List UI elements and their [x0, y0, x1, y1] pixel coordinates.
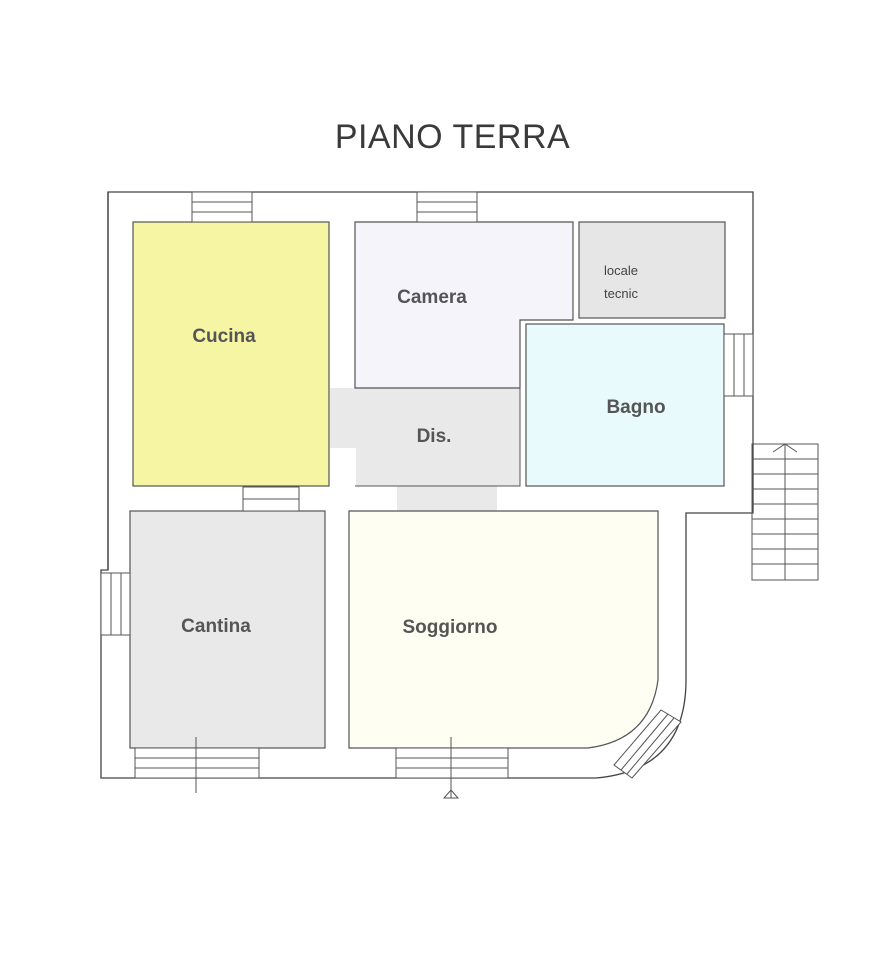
- room-bagno[interactable]: Bagno: [525, 323, 725, 487]
- room-label-bagno: Bagno: [606, 397, 665, 418]
- room-label-soggiorno: Soggiorno: [403, 617, 498, 638]
- room-label-camera: Camera: [397, 287, 467, 308]
- room-label-cucina: Cucina: [192, 326, 256, 347]
- hallway-fill: [330, 388, 520, 516]
- entrance-marks: [195, 737, 460, 799]
- room-cantina[interactable]: Cantina: [129, 510, 326, 749]
- room-locale-tecnico[interactable]: locale tecnic: [578, 221, 726, 319]
- room-dis[interactable]: Dis.: [355, 387, 521, 487]
- room-label-locale-line1: locale: [604, 263, 638, 278]
- room-label-locale-line2: tecnic: [604, 286, 638, 301]
- outer-walls: [100, 191, 754, 779]
- room-label-cantina: Cantina: [181, 616, 251, 637]
- windows: [100, 191, 754, 779]
- room-cucina[interactable]: Cucina: [132, 221, 330, 487]
- room-label-dis: Dis.: [417, 426, 452, 447]
- staircase: [751, 443, 819, 581]
- room-soggiorno[interactable]: Soggiorno: [348, 510, 659, 749]
- plan-title: PIANO TERRA: [334, 118, 571, 156]
